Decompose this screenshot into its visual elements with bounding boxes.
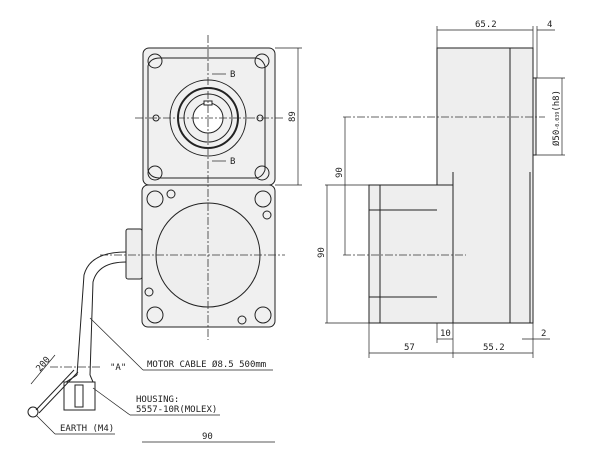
dim-width: 90: [202, 432, 213, 442]
housing-label: HOUSING:: [136, 395, 179, 405]
motor-cable: [27, 251, 127, 418]
side-view: [368, 47, 537, 324]
housing-part-number: 5557-10R(MOLEX): [136, 405, 217, 415]
earth-ring-terminal: [27, 406, 39, 418]
dim-flange-thickness: 4: [547, 20, 552, 30]
dim-motor-length: 57: [404, 343, 415, 353]
motor-front: [125, 184, 276, 328]
dim-gear-body: 55.2: [483, 343, 505, 353]
earth-label: EARTH (M4): [60, 424, 114, 434]
dim-flange-height: 89: [288, 111, 298, 122]
dim-gear-length: 65.2: [475, 20, 497, 30]
motor-cable-label: MOTOR CABLE Ø8.5 500mm: [147, 359, 266, 370]
dim-cable-branch: 200: [35, 355, 53, 374]
gear-head-front: B B: [142, 47, 276, 186]
dim-gap: 2: [541, 329, 546, 339]
section-mark-top: B: [230, 70, 235, 80]
dim-shaft-offset: 90: [335, 167, 345, 178]
section-mark-bottom: B: [230, 157, 235, 167]
dim-pilot-diameter: Ø50-0.039(h8): [551, 90, 562, 146]
dim-step: 10: [440, 329, 451, 339]
view-label-a: "A": [110, 363, 126, 373]
dim-motor-height: 90: [317, 247, 327, 258]
